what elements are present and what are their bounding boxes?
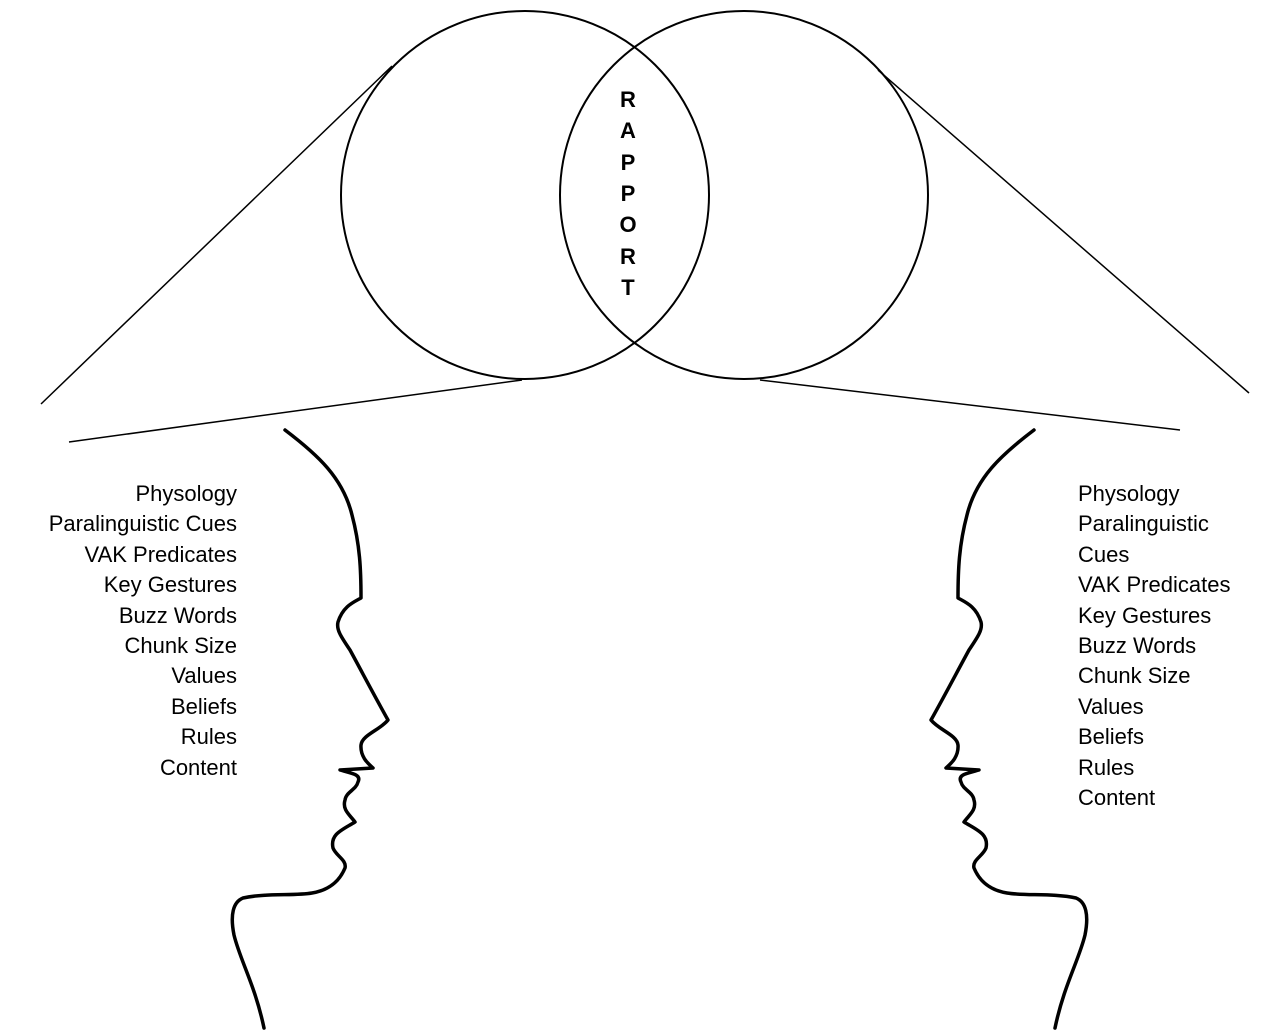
left-trait-item: Paralinguistic Cues [49, 509, 237, 539]
left-person-traits-list: Physology Paralinguistic Cues VAK Predic… [49, 479, 237, 783]
right-trait-item: VAK Predicates [1078, 570, 1230, 600]
right-head-profile [931, 430, 1087, 1028]
left-trait-item: Key Gestures [49, 570, 237, 600]
rapport-letter-text: T [616, 277, 640, 299]
left-trait-item: Beliefs [49, 692, 237, 722]
right-projection-line-top [878, 70, 1249, 393]
rapport-letter-text: R [616, 89, 640, 111]
right-trait-item: Key Gestures [1078, 601, 1230, 631]
left-projection-line-top [41, 66, 392, 404]
right-trait-item: Rules [1078, 753, 1230, 783]
right-trait-item: Cues [1078, 540, 1230, 570]
right-projection-line-bottom [760, 380, 1180, 430]
right-trait-item: Chunk Size [1078, 661, 1230, 691]
right-person-traits-list: Physology Paralinguistic Cues VAK Predic… [1078, 479, 1230, 813]
left-trait-item: Values [49, 661, 237, 691]
left-trait-item: Rules [49, 722, 237, 752]
right-trait-item: Values [1078, 692, 1230, 722]
right-trait-item: Buzz Words [1078, 631, 1230, 661]
right-trait-item: Paralinguistic [1078, 509, 1230, 539]
rapport-letter-text: R [616, 246, 640, 268]
left-circle [341, 11, 709, 379]
right-trait-item: Beliefs [1078, 722, 1230, 752]
left-trait-item: VAK Predicates [49, 540, 237, 570]
right-trait-item: Content [1078, 783, 1230, 813]
left-trait-item: Chunk Size [49, 631, 237, 661]
right-trait-item: Physology [1078, 479, 1230, 509]
rapport-letter-text: A [616, 120, 640, 142]
left-projection-line-bottom [69, 380, 522, 442]
left-trait-item: Content [49, 753, 237, 783]
left-trait-item: Buzz Words [49, 601, 237, 631]
left-head-profile [232, 430, 388, 1028]
rapport-letter-text: P [616, 152, 640, 174]
left-trait-item: Physology [49, 479, 237, 509]
rapport-letter-text: P [616, 183, 640, 205]
rapport-letter-text: O [616, 214, 640, 236]
